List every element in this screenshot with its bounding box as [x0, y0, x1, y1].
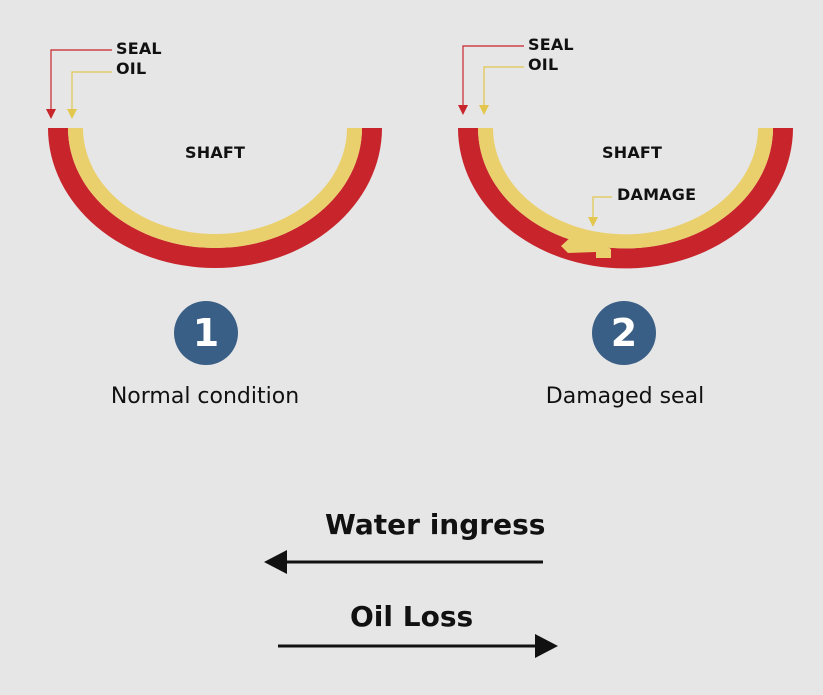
- seal-leader-1: [46, 49, 112, 119]
- seal-ring-2: [458, 128, 793, 269]
- shaft-label-2: SHAFT: [602, 143, 663, 162]
- seal-leader-2: [458, 45, 524, 115]
- damage-label: DAMAGE: [617, 185, 697, 204]
- seal-label-2: SEAL: [528, 35, 574, 54]
- oil-loss-arrow: [278, 634, 558, 658]
- oil-leader-2: [479, 66, 524, 115]
- caption-2: Damaged seal: [545, 384, 705, 409]
- oil-ring-1: [68, 128, 362, 248]
- oil-label-2: OIL: [528, 55, 559, 74]
- caption-1: Normal condition: [110, 384, 300, 409]
- damage-leader: [588, 196, 612, 227]
- water-ingress-label: Water ingress: [325, 508, 546, 541]
- shaft-label-1: SHAFT: [185, 143, 246, 162]
- oil-label-1: OIL: [116, 59, 147, 78]
- seal-ring-1: [48, 128, 382, 268]
- water-ingress-arrow: [264, 550, 543, 574]
- step-badge-2: 2: [592, 301, 656, 365]
- damage-notch: [561, 236, 611, 258]
- oil-loss-label: Oil Loss: [350, 600, 474, 633]
- oil-leader-1: [67, 71, 112, 119]
- oil-ring-2: [478, 128, 773, 249]
- step-badge-1: 1: [174, 301, 238, 365]
- seal-label-1: SEAL: [116, 39, 162, 58]
